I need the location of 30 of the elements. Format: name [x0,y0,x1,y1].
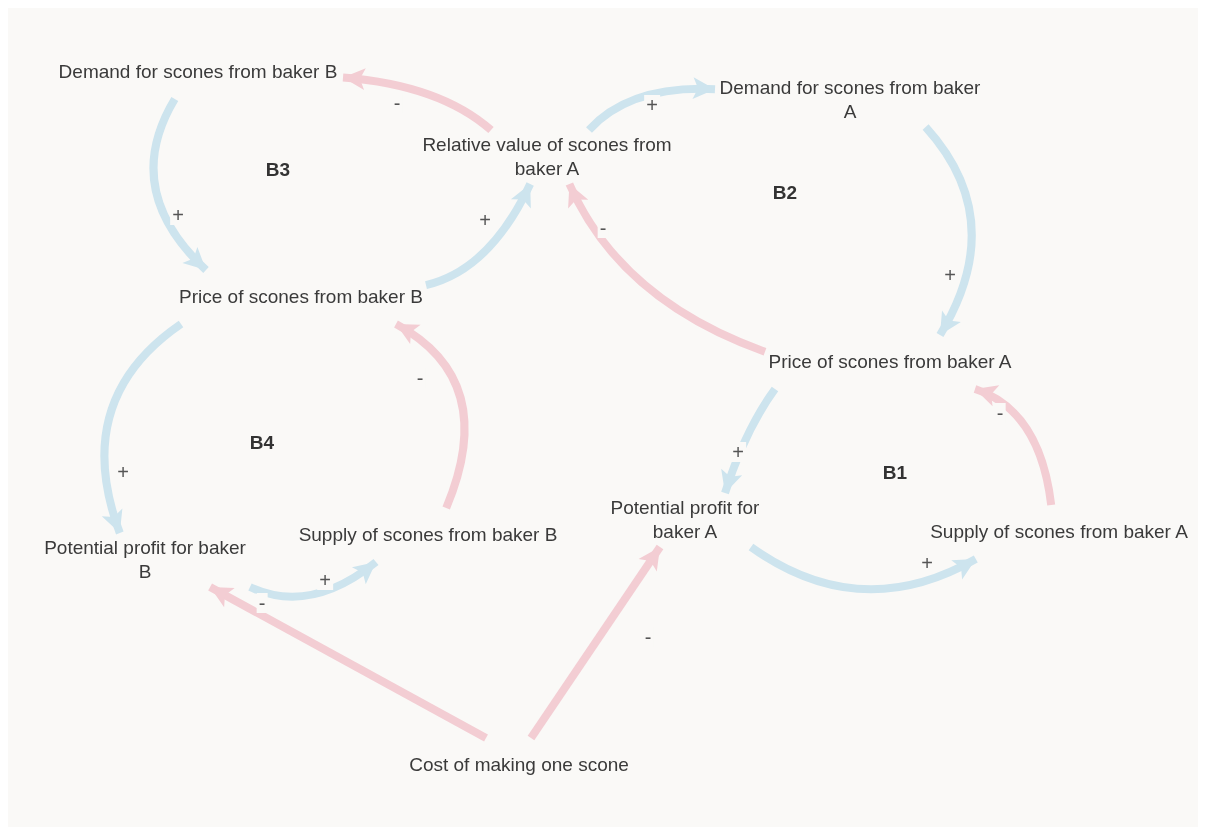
variable-label: Demand for scones from baker A [718,76,982,124]
arrow [527,544,664,741]
arrow [565,182,767,356]
loop-label: B2 [772,182,798,204]
arrow [100,320,184,535]
variable-label: Relative value of scones from baker A [421,133,673,181]
loop-label: B4 [249,432,275,454]
arrow [248,558,379,601]
variable-label: Supply of scones from baker A [930,520,1188,544]
variable-label: Demand for scones from baker B [58,60,338,84]
arrow [342,68,494,134]
variable-label: Potential profit for baker A [609,496,761,544]
polarity-sign: - [256,593,268,613]
polarity-sign: + [730,442,746,462]
variable-label: Price of scones from baker B [179,285,423,309]
loop-label: B1 [882,462,908,484]
variable-label: Supply of scones from baker B [298,523,558,547]
arrow [973,385,1056,506]
arrow [748,543,978,593]
variable-label: Cost of making one scone [409,753,629,777]
arrow [149,97,209,273]
arrow [586,77,716,133]
arrow [208,583,488,742]
loop-label: B3 [265,159,291,181]
arrow [721,386,779,495]
variable-label: Potential profit for baker B [43,536,247,584]
arrow [922,124,976,337]
variable-label: Price of scones from baker A [768,350,1012,374]
arrow [393,320,469,510]
arrow [424,182,534,289]
